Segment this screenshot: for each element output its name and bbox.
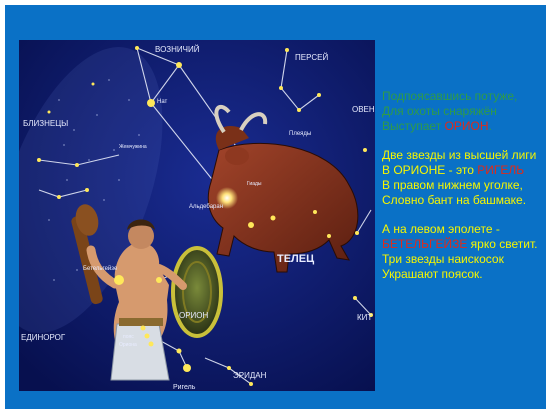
poem-stanza-2: Две звезды из высшей лиги В ОРИОНЕ - это… bbox=[382, 148, 551, 208]
star bbox=[327, 234, 331, 238]
star bbox=[135, 46, 139, 50]
star bbox=[176, 348, 182, 354]
label-pleyady: Плеяды bbox=[289, 131, 311, 137]
label-betelgeyze: Бетельгейзе bbox=[83, 265, 118, 272]
star bbox=[355, 231, 359, 235]
poem-line: В правом нижнем уголке, bbox=[382, 178, 523, 192]
star bbox=[317, 93, 321, 97]
stars bbox=[37, 46, 373, 386]
poem-line: . bbox=[488, 119, 492, 133]
star bbox=[57, 195, 61, 199]
label-voznichiy: ВОЗНИЧИЙ bbox=[155, 45, 200, 54]
star bbox=[249, 382, 253, 386]
star bbox=[313, 210, 317, 214]
poem-line: ярко светит. bbox=[467, 237, 538, 251]
poem-line: Для охоты снаряжён bbox=[382, 104, 497, 118]
star bbox=[147, 99, 155, 107]
label-orion: ОРИОН bbox=[179, 311, 209, 320]
label-telets: ТЕЛЕЦ bbox=[277, 253, 314, 265]
star bbox=[285, 48, 289, 52]
star bbox=[144, 333, 150, 339]
star bbox=[148, 341, 154, 347]
star bbox=[363, 148, 367, 152]
star bbox=[369, 313, 373, 317]
poem-line: Три звезды наискосок bbox=[382, 252, 504, 266]
star bbox=[176, 62, 182, 68]
label-aldebaran: Альдебаран bbox=[189, 204, 223, 210]
label-kit: КИТ bbox=[357, 313, 372, 322]
poem-line: Выступает bbox=[382, 119, 445, 133]
star bbox=[297, 108, 301, 112]
label-rigel: Ригель bbox=[173, 384, 196, 391]
star bbox=[279, 86, 283, 90]
label-bliznetsy: БЛИЗНЕЦЫ bbox=[23, 119, 68, 128]
poem-line: Украшают поясок. bbox=[382, 267, 483, 281]
label-poyas-2: Ориона bbox=[119, 342, 137, 348]
taurus-illustration bbox=[207, 104, 359, 273]
star bbox=[227, 366, 231, 370]
star bbox=[140, 325, 146, 331]
star bbox=[353, 296, 357, 300]
label-persey: ПЕРСЕЙ bbox=[295, 53, 328, 62]
label-poyas: пояс bbox=[123, 334, 134, 340]
poem-highlight-rigel: РИГЕЛЬ bbox=[477, 163, 525, 177]
label-eridan: ЭРИДАН bbox=[233, 371, 267, 380]
poem-line: А на левом эполете - bbox=[382, 222, 500, 236]
orion-illustration bbox=[71, 204, 223, 381]
label-nat: Нат bbox=[157, 99, 168, 105]
label-giady: Гиады bbox=[247, 181, 262, 187]
poem-highlight-orion: ОРИОН bbox=[444, 119, 489, 133]
slide: ВОЗНИЧИЙ ПЕРСЕЙ БЛИЗНЕЦЫ Нат ОВЕН Плеяды… bbox=[5, 5, 546, 409]
poem-line: Две звезды из высшей лиги bbox=[382, 148, 537, 162]
poem-stanza-3: А на левом эполете - БЕТЕЛЬГЕЙЗЕ ярко св… bbox=[382, 222, 551, 282]
poem-line: Подпоясавшись потуже, bbox=[382, 89, 518, 103]
star bbox=[47, 110, 51, 114]
star bbox=[75, 163, 79, 167]
star bbox=[85, 188, 89, 192]
poem-stanza-1: Подпоясавшись потуже, Для охоты снаряжён… bbox=[382, 89, 551, 134]
label-zhemchuzhina: Жемчужина bbox=[119, 144, 147, 150]
aldebaran-glow bbox=[216, 187, 238, 209]
poem-line: Словно бант на башмаке. bbox=[382, 193, 527, 207]
poem-text: Подпоясавшись потуже, Для охоты снаряжён… bbox=[382, 89, 551, 296]
star bbox=[91, 82, 95, 86]
star bbox=[156, 277, 162, 283]
label-oven: ОВЕН bbox=[352, 105, 375, 114]
star bbox=[183, 364, 191, 372]
star bbox=[270, 215, 276, 221]
sky-labels: ВОЗНИЧИЙ ПЕРСЕЙ БЛИЗНЕЦЫ Нат ОВЕН Плеяды… bbox=[21, 45, 375, 391]
label-edinorog: ЕДИНОРОГ bbox=[21, 333, 66, 342]
star bbox=[114, 275, 124, 285]
star bbox=[37, 158, 41, 162]
poem-highlight-betelgeuse: БЕТЕЛЬГЕЙЗЕ bbox=[382, 237, 468, 251]
star bbox=[248, 222, 254, 228]
constellation-map: ВОЗНИЧИЙ ПЕРСЕЙ БЛИЗНЕЦЫ Нат ОВЕН Плеяды… bbox=[19, 40, 375, 391]
poem-line: В ОРИОНЕ - это bbox=[382, 163, 478, 177]
